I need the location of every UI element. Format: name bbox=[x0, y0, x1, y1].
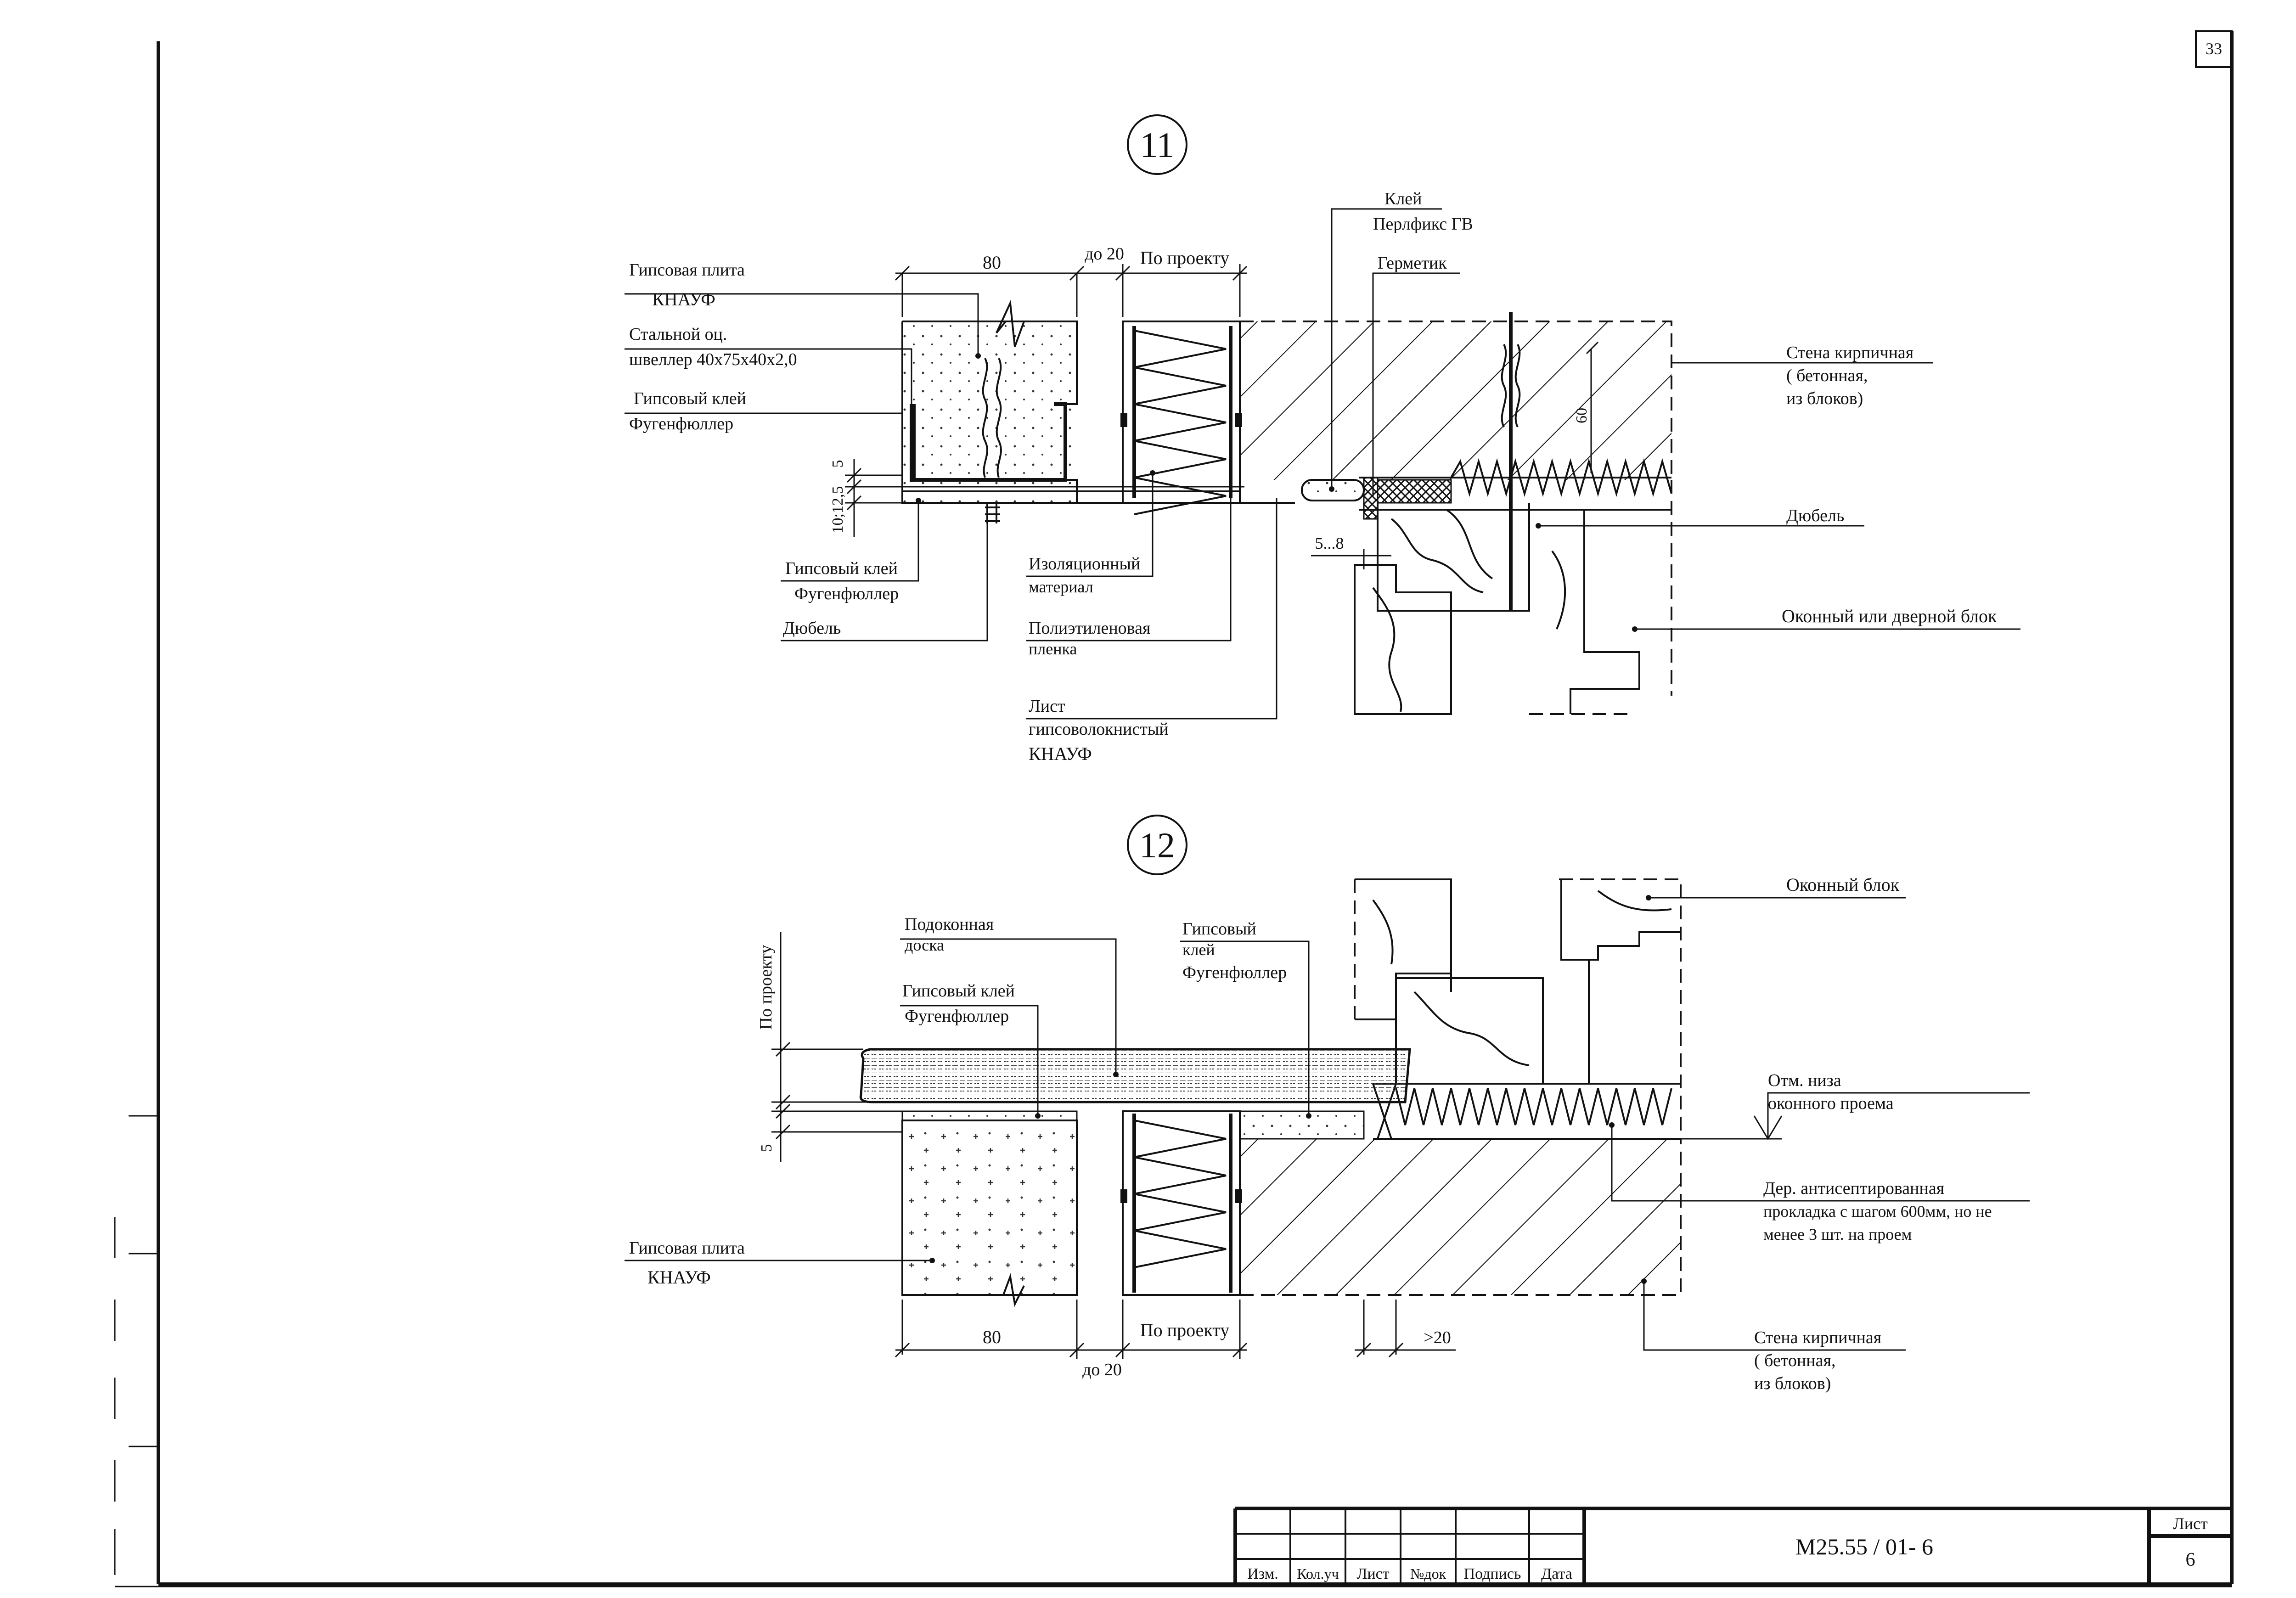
gypsum-board-section bbox=[895, 299, 1295, 523]
label-sheet-3: КНАУФ bbox=[1029, 743, 1092, 764]
detail-12-marker: 12 bbox=[1139, 825, 1175, 865]
label-pad: Дер. антисептированная bbox=[1763, 1179, 1944, 1198]
detail-11-marker-circle bbox=[1127, 114, 1187, 175]
label-wall-12: Стена кирпичная bbox=[1754, 1328, 1881, 1347]
label-steel-channel: Стальной оц. bbox=[629, 325, 727, 344]
label-sheet-2: гипсоволокнистый bbox=[1029, 720, 1169, 739]
label-sill: Подоконная bbox=[905, 915, 994, 934]
level-mark bbox=[1681, 1092, 2030, 1140]
detail-12-dim-upto20: до 20 bbox=[1082, 1360, 1122, 1379]
title-header-sign: Подпись bbox=[1464, 1565, 1521, 1582]
label-wall: Стена кирпичная bbox=[1786, 343, 1913, 362]
detail-12-dim-per-project: По проекту bbox=[1140, 1320, 1229, 1340]
sill-board bbox=[859, 1048, 1411, 1103]
label-glue-mid: Гипсовый bbox=[1182, 919, 1256, 939]
label-gypsum-board-brand-12: КНАУФ bbox=[647, 1267, 711, 1288]
label-window: Оконный блок bbox=[1786, 874, 1900, 895]
detail-11-dim-10: 10;12,5 bbox=[829, 486, 846, 534]
label-mark-2: оконного проема bbox=[1768, 1094, 1894, 1113]
brick-wall-section-12 bbox=[1239, 1110, 1682, 1296]
title-block-sheet-label: Лист bbox=[2173, 1514, 2208, 1533]
label-glue-mid-2: клей bbox=[1182, 940, 1215, 959]
detail-11-dim-60: 60 bbox=[1573, 408, 1590, 423]
label-adhesive: Клей bbox=[1384, 189, 1422, 208]
label-wall-3: из блоков) bbox=[1786, 389, 1863, 408]
label-wall-12-2: ( бетонная, bbox=[1754, 1351, 1835, 1370]
label-steel-channel-size: швеллер 40х75х40х2,0 bbox=[629, 350, 797, 369]
detail-12-dim-80: 80 bbox=[983, 1327, 1001, 1347]
label-glue-left-brand: Фугенфюллер bbox=[905, 1007, 1009, 1026]
detail-11-dim-upto20: до 20 bbox=[1085, 244, 1124, 264]
label-insulation-2: материал bbox=[1029, 578, 1093, 596]
label-wall-2: ( бетонная, bbox=[1786, 366, 1868, 385]
label-pad-2: прокладка с шагом 600мм, но не bbox=[1763, 1202, 1992, 1221]
label-pad-3: менее 3 шт. на проем bbox=[1763, 1225, 1912, 1244]
insulation-section bbox=[1120, 321, 1242, 515]
label-sill-2: доска bbox=[905, 936, 944, 954]
title-block-sheet-number: 6 bbox=[2186, 1549, 2195, 1570]
label-dowel-left: Дюбель bbox=[783, 619, 841, 638]
title-header-list: Лист bbox=[1356, 1565, 1389, 1582]
title-header-izm: Изм. bbox=[1247, 1565, 1278, 1582]
label-mark: Отм. низа bbox=[1768, 1071, 1841, 1090]
detail-11-leaders bbox=[625, 208, 2020, 720]
label-glue-top-brand: Фугенфюллер bbox=[629, 414, 733, 433]
title-block-code: М25.55 / 01- 6 bbox=[1795, 1534, 1933, 1559]
detail-11-dim-5: 5 bbox=[829, 460, 846, 468]
title-header-date: Дата bbox=[1541, 1565, 1572, 1582]
detail-11-marker: 11 bbox=[1140, 125, 1174, 165]
detail-12-dim-5: 5 bbox=[758, 1144, 775, 1152]
label-dowel-right: Дюбель bbox=[1786, 506, 1844, 525]
brick-wall-section bbox=[1239, 321, 1672, 511]
label-gypsum-board: Гипсовая плита bbox=[629, 260, 745, 280]
label-glue-mid-3: Фугенфюллер bbox=[1182, 963, 1287, 982]
title-header-kol: Кол.уч bbox=[1297, 1565, 1339, 1582]
label-sealant: Герметик bbox=[1378, 253, 1447, 273]
sheet-corner-number: 33 bbox=[2206, 39, 2222, 58]
insulation-section-12 bbox=[1120, 1110, 1242, 1296]
label-glue-top: Гипсовый клей bbox=[634, 389, 746, 408]
detail-12: 12 bbox=[625, 815, 2030, 1393]
label-gypsum-board-brand: КНАУФ bbox=[652, 289, 715, 309]
label-frame: Оконный или дверной блок bbox=[1782, 606, 1997, 626]
detail-12-dim-per-project-v: По проекту bbox=[756, 945, 776, 1030]
detail-12-leaders bbox=[625, 897, 2030, 1351]
detail-12-dimensions bbox=[771, 932, 1456, 1359]
label-insulation: Изоляционный bbox=[1029, 554, 1140, 574]
title-block bbox=[1233, 1507, 2232, 1584]
label-glue-left: Гипсовый клей bbox=[902, 981, 1015, 1001]
gypsum-board-section-12 bbox=[901, 1110, 1078, 1307]
detail-11-dim-80: 80 bbox=[983, 252, 1001, 273]
title-header-doc: №док bbox=[1410, 1565, 1446, 1582]
sheet-corner-box: 33 bbox=[2195, 30, 2233, 68]
label-sheet: Лист bbox=[1029, 697, 1065, 716]
label-gypsum-board-12: Гипсовая плита bbox=[629, 1238, 745, 1258]
detail-11-dimensions bbox=[845, 264, 1599, 569]
label-adhesive-brand: Перлфикс ГВ bbox=[1373, 214, 1473, 234]
detail-12-marker-circle bbox=[1127, 815, 1187, 875]
label-pe-film-2: пленка bbox=[1029, 640, 1077, 658]
label-pe-film: Полиэтиленовая bbox=[1029, 619, 1150, 638]
detail-11: 11 bbox=[625, 114, 2020, 764]
sheet-frame bbox=[114, 31, 2234, 1587]
detail-11-dim-5-8: 5...8 bbox=[1315, 534, 1344, 552]
label-wall-12-3: из блоков) bbox=[1754, 1374, 1831, 1393]
detail-11-dim-per-project: По проекту bbox=[1140, 248, 1229, 268]
label-glue-bottom: Гипсовый клей bbox=[785, 559, 898, 578]
detail-12-dim-gt20: >20 bbox=[1424, 1328, 1451, 1347]
label-glue-bottom-brand: Фугенфюллер bbox=[794, 584, 899, 603]
